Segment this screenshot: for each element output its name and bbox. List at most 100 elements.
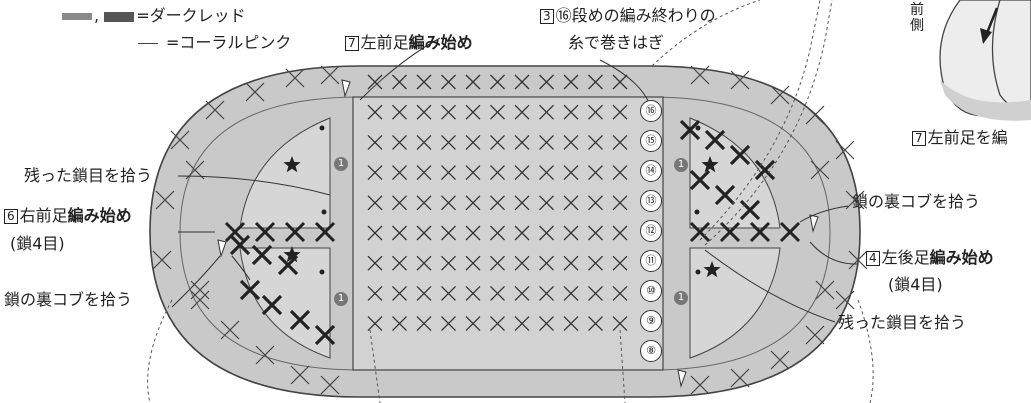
ring-stitch-x <box>155 190 175 210</box>
stitch-x <box>539 285 554 301</box>
ring-stitch-x <box>170 130 190 150</box>
stitch-x <box>514 255 530 271</box>
row-number: ⑯ <box>640 100 662 122</box>
ring-stitch-x <box>205 100 225 120</box>
stitch-x <box>588 285 603 301</box>
ring-stitch-x <box>835 290 855 310</box>
stitch-x <box>612 165 628 181</box>
stitch-x <box>514 316 530 332</box>
stitch-x <box>563 225 579 241</box>
ring-stitch-x <box>730 368 750 388</box>
stitch-x <box>416 104 432 120</box>
ring-stitch-x <box>770 350 790 370</box>
stitch-x <box>588 104 603 120</box>
legend-coral-pink: =コーラルピンク <box>138 33 291 53</box>
label-bind-off-line2: 糸で巻きはぎ <box>568 33 665 52</box>
stitch-x <box>465 225 481 241</box>
ring-stitch-x <box>815 280 835 300</box>
stitch-x <box>416 74 432 90</box>
stitch-dot <box>694 209 700 215</box>
row-number: ⑩ <box>640 280 662 302</box>
stitch-x <box>539 134 554 150</box>
stitch-x <box>539 104 554 120</box>
ring-stitch-x <box>690 375 710 395</box>
chain-stitch-x <box>224 221 246 243</box>
stitch-x <box>441 225 456 241</box>
row-number: ⑭ <box>640 160 662 182</box>
stitch-x <box>490 255 505 271</box>
stitch-x <box>367 104 383 120</box>
leg-stitch-x <box>289 309 311 331</box>
stitch-x <box>392 104 407 120</box>
stitch-x <box>539 195 554 211</box>
stitch-x <box>465 165 481 181</box>
chain-stitch-x <box>749 221 771 243</box>
chain-stitch-x <box>689 221 711 243</box>
triangle-marker <box>341 79 351 98</box>
stitch-x <box>392 74 407 90</box>
row-number: ⑫ <box>640 220 662 242</box>
guide-lines <box>147 0 874 403</box>
step-number: 4 <box>866 251 880 266</box>
stitch-x <box>392 316 407 332</box>
stitch-x <box>490 165 505 181</box>
stitch-x <box>563 316 579 332</box>
stitch-x <box>539 165 554 181</box>
stitch-x <box>539 316 554 332</box>
body-rect <box>352 96 664 371</box>
dark-red-label: =ダークレッド <box>136 6 246 25</box>
label-pick-back-bump-left: 鎖の裏コブを拾う <box>4 290 133 309</box>
stitch-x <box>416 225 432 241</box>
step-number: 6 <box>4 209 18 224</box>
leg-stitch-x <box>729 144 751 166</box>
stitch-x <box>612 74 628 90</box>
stitch-x <box>465 104 481 120</box>
ring-stitch-x <box>245 82 265 102</box>
leg-stitch-x <box>704 129 726 151</box>
ring-stitch-x <box>810 160 830 180</box>
label-right-front-sub: (鎖4目) <box>10 234 65 253</box>
star-icon <box>703 261 721 278</box>
ring-stitch-x <box>285 68 305 88</box>
ring-stitch-x <box>320 65 340 85</box>
stitch-x <box>514 74 530 90</box>
stitch-marks <box>152 65 868 395</box>
leg-stitch-x <box>239 279 261 301</box>
stitch-x <box>514 285 530 301</box>
stitch-x <box>563 104 579 120</box>
stitch-x <box>441 316 456 332</box>
label-line1: ⑯段めの編み終わりの <box>555 6 716 25</box>
chain-stitch-x <box>254 221 276 243</box>
stitch-x <box>490 316 505 332</box>
stitch-x <box>465 195 481 211</box>
ring-stitch-x <box>190 280 210 300</box>
stitch-x <box>514 225 530 241</box>
triangle-marker <box>677 369 687 388</box>
stitch-dot <box>319 125 325 131</box>
stitch-x <box>588 225 603 241</box>
step-number: 3 <box>540 9 554 24</box>
stitch-x <box>416 285 432 301</box>
stitch-x <box>367 255 383 271</box>
leg-stitch-x <box>714 184 736 206</box>
leader-lines <box>171 37 859 323</box>
star-icon <box>283 156 301 173</box>
stitch-x <box>612 195 628 211</box>
inset-side-label: 前側 <box>910 2 924 34</box>
stitch-x <box>416 255 432 271</box>
star-icon <box>283 246 301 263</box>
dark-red-swatch-thick <box>104 11 135 22</box>
label-bold: 編み始め <box>67 206 132 225</box>
right-lower-leg <box>689 247 781 359</box>
ring-stitch-x <box>690 65 710 85</box>
stitch-x <box>416 316 432 332</box>
stitch-x <box>416 134 432 150</box>
leg-stitch-x <box>314 324 336 346</box>
label-left-back-sub: (鎖4目) <box>888 275 943 294</box>
stitch-x <box>539 225 554 241</box>
stitch-x <box>588 255 603 271</box>
